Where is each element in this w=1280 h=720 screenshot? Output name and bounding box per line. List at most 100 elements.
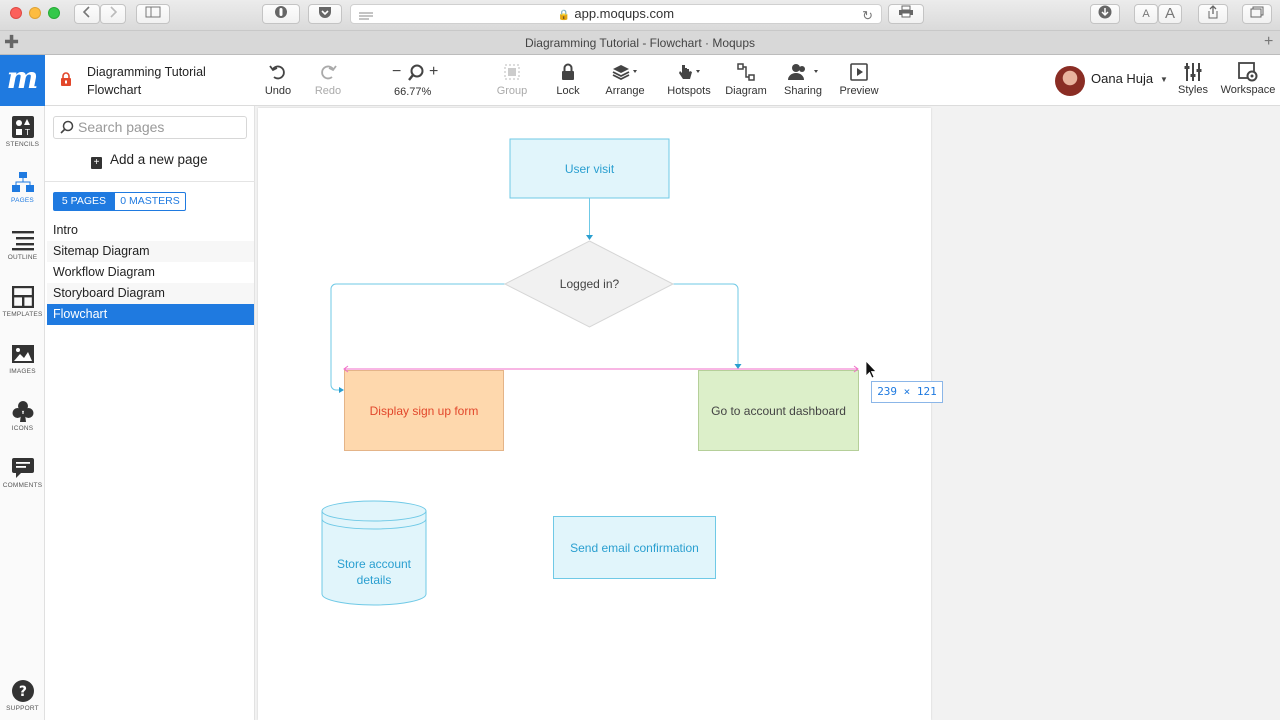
email-shape[interactable] [553, 516, 716, 579]
rail-outline[interactable]: OUTLINE [0, 229, 45, 261]
zoom-level[interactable]: 66.77% [394, 86, 432, 98]
rail-templates-label: TEMPLATES [2, 311, 43, 318]
rail-templates[interactable]: TEMPLATES [0, 286, 45, 318]
share-icon [1208, 5, 1218, 19]
diagram-label: Diagram [725, 85, 767, 97]
group-icon [494, 63, 530, 83]
project-name[interactable]: Diagramming Tutorial [87, 65, 206, 79]
group-label: Group [496, 85, 528, 97]
page-list-item[interactable]: Workflow Diagram [53, 265, 155, 279]
zoom-window-button[interactable] [48, 7, 60, 19]
image-icon [11, 345, 34, 363]
logged-in-decision-shape[interactable] [503, 240, 675, 328]
tab-masters[interactable]: 0 MASTERS [114, 192, 186, 211]
rail-images[interactable]: IMAGES [0, 343, 45, 375]
zoom-icon[interactable] [407, 64, 425, 87]
back-button[interactable] [74, 4, 100, 24]
connector-yes-to-dashboard[interactable] [673, 283, 739, 365]
stencils-icon: T [11, 116, 34, 138]
add-page-label: Add a new page [110, 152, 208, 167]
preview-button[interactable]: Preview [838, 63, 880, 97]
hotspots-button[interactable]: Hotspots [665, 63, 713, 97]
divider [45, 181, 255, 182]
reader-icon[interactable] [359, 9, 373, 27]
tab-pages[interactable]: 5 PAGES [53, 192, 115, 211]
browser-toolbar: 🔒app.moqups.com ↻ A A [0, 0, 1280, 31]
tab-strip: ✚ Diagramming Tutorial - Flowchart · Moq… [0, 31, 1280, 55]
undo-icon [262, 63, 294, 83]
search-placeholder: Search pages [78, 119, 165, 135]
privacy-extension-button[interactable] [262, 4, 300, 24]
lock-icon: 🔒 [557, 10, 571, 21]
downloads-button[interactable] [1090, 4, 1120, 24]
page-list-item-selected[interactable]: Flowchart [47, 304, 254, 325]
zoom-in-button[interactable]: + [429, 63, 439, 80]
tab-title[interactable]: Diagramming Tutorial - Flowchart · Moqup… [524, 36, 756, 50]
share-button[interactable] [1198, 4, 1228, 24]
arrowhead [734, 364, 742, 369]
rail-comments-label: COMMENTS [2, 482, 43, 489]
avatar[interactable] [1055, 66, 1085, 96]
guide-arrow-left [343, 365, 349, 373]
zoom-out-button[interactable]: − [392, 63, 402, 80]
connector-icon [724, 63, 768, 83]
styles-button[interactable]: Styles [1176, 62, 1210, 96]
page-list-item[interactable]: Intro [53, 223, 79, 237]
rail-pages-label: PAGES [11, 197, 34, 204]
pocket-button[interactable] [308, 4, 342, 24]
store-database-shape[interactable] [321, 500, 427, 606]
new-tab-button[interactable]: + [1264, 33, 1274, 50]
workspace-label: Workspace [1220, 84, 1276, 96]
search-icon [60, 120, 74, 134]
left-rail: T STENCILS PAGES OUTLINE TEMPLATES IMAGE… [0, 106, 45, 720]
arrange-button[interactable]: Arrange [603, 63, 647, 97]
connector-no-to-signup[interactable] [330, 283, 505, 391]
sidebar-toggle-button[interactable] [136, 4, 170, 24]
reload-icon[interactable]: ↻ [862, 8, 873, 23]
page-list-item[interactable]: Storyboard Diagram [47, 283, 254, 304]
page-list-item[interactable]: Sitemap Diagram [47, 241, 254, 262]
add-tab-icon[interactable]: ✚ [4, 32, 20, 52]
sharing-button[interactable]: Sharing [782, 63, 824, 97]
close-window-button[interactable] [10, 7, 22, 19]
project-lock-icon[interactable] [60, 72, 72, 86]
rail-support[interactable]: ? SUPPORT [0, 680, 45, 712]
undo-button[interactable]: Undo [262, 63, 294, 97]
preview-label: Preview [839, 85, 879, 97]
arrowhead [586, 235, 593, 240]
pages-panel: Search pages +Add a new page 5 PAGES 0 M… [45, 106, 255, 720]
rail-icons[interactable]: ICONS [0, 400, 45, 432]
zoom-controls: − + [392, 63, 442, 83]
hand-pointer-icon [665, 63, 713, 83]
hotspots-label: Hotspots [667, 85, 711, 97]
text-larger-button[interactable]: A [1158, 4, 1182, 24]
group-button[interactable]: Group [494, 63, 530, 97]
svg-text:T: T [24, 128, 30, 137]
minimize-window-button[interactable] [29, 7, 41, 19]
search-pages-input[interactable]: Search pages [53, 116, 247, 139]
print-button[interactable] [888, 4, 924, 24]
address-bar[interactable]: 🔒app.moqups.com ↻ [350, 4, 882, 24]
diagram-button[interactable]: Diagram [724, 63, 768, 97]
user-visit-shape[interactable] [509, 138, 670, 199]
dashboard-shape[interactable] [698, 370, 859, 451]
moqups-logo[interactable]: m [0, 55, 45, 106]
add-page-button[interactable]: +Add a new page [91, 152, 208, 169]
rail-stencils[interactable]: T STENCILS [0, 116, 45, 148]
forward-button[interactable] [100, 4, 126, 24]
chevron-down-icon[interactable]: ▼ [1160, 75, 1168, 84]
arrowhead [339, 387, 344, 393]
rail-pages[interactable]: PAGES [0, 172, 45, 204]
sign-up-shape[interactable] [344, 370, 504, 451]
redo-icon [312, 63, 344, 83]
lock-button[interactable]: Lock [553, 63, 583, 97]
rail-comments[interactable]: COMMENTS [0, 457, 45, 489]
redo-button[interactable]: Redo [312, 63, 344, 97]
text-smaller-button[interactable]: A [1134, 4, 1158, 24]
workspace-button[interactable]: Workspace [1219, 62, 1277, 96]
layers-icon [603, 63, 647, 83]
user-name[interactable]: Oana Huja [1091, 71, 1154, 86]
store-label: Store account details [336, 557, 412, 587]
tabs-overview-button[interactable] [1242, 4, 1272, 24]
gear-square-icon [1219, 62, 1277, 82]
